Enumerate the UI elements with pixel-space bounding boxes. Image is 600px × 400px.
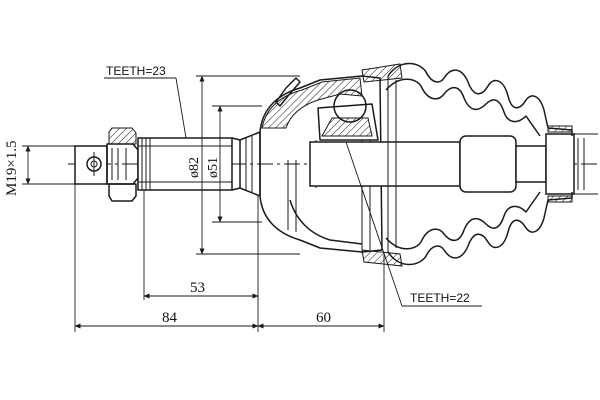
threaded-stub: [74, 127, 139, 202]
dimension-84-60: 84 60: [74, 184, 385, 332]
dim-60-label: 60: [316, 310, 331, 326]
dim-84-label: 84: [162, 310, 178, 326]
teeth-22-label: TEETH=22: [410, 291, 470, 305]
leader-teeth-22: TEETH=22: [345, 141, 482, 307]
boot-clamp-small-lower: [547, 195, 573, 203]
leader-teeth-23: TEETH=23: [104, 64, 187, 139]
inner-shaft: [309, 133, 598, 195]
dia-82-label: ø82: [187, 157, 202, 178]
thread-size-label: M19×1.5: [4, 140, 20, 196]
boot-clamp-large-lower: [361, 249, 403, 267]
boot-clamp-large-upper: [361, 63, 403, 83]
dimension-thread: M19×1.5: [4, 140, 75, 196]
outer-spline-shaft: [137, 131, 261, 197]
boot-clamp-small-upper: [547, 125, 573, 133]
stub-lug-section: [108, 127, 137, 145]
dia-51-label: ø51: [206, 157, 221, 178]
teeth-23-label: TEETH=23: [106, 64, 166, 78]
cv-boot: [361, 62, 573, 267]
dimension-diameters: ø82 ø51: [187, 75, 300, 255]
dimension-53: 53: [143, 190, 259, 300]
snap-ring-clip: [275, 77, 301, 107]
dim-53-label: 53: [190, 280, 205, 296]
